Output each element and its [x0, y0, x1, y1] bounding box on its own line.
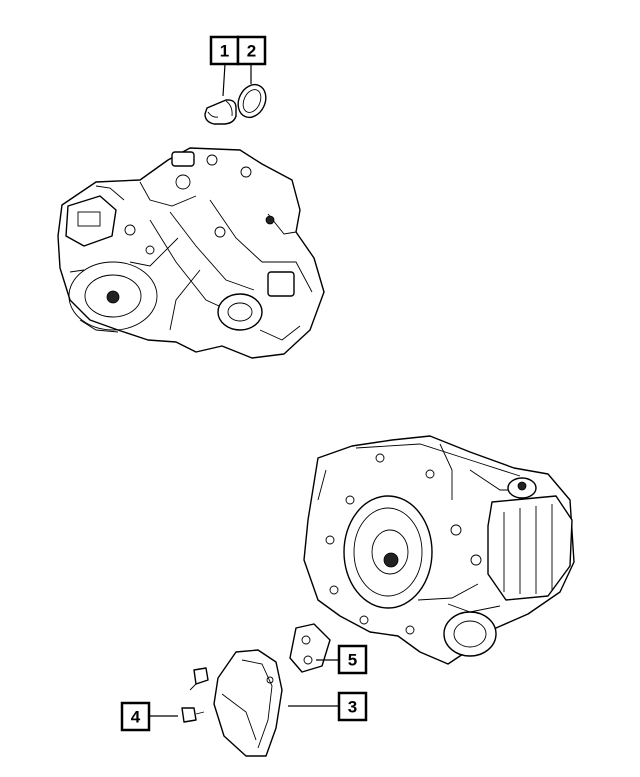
- callout-1-label: 1: [220, 42, 229, 61]
- callout-4: 4: [120, 701, 151, 732]
- callout-1: 1: [209, 35, 240, 66]
- part-3-shield: [213, 649, 283, 757]
- callout-5-label: 5: [348, 651, 357, 670]
- callout-2-label: 2: [247, 42, 256, 61]
- part-4-bolt-lower: [181, 707, 205, 723]
- callout-5: 5: [337, 644, 368, 675]
- callout-3: 3: [337, 691, 368, 722]
- part-2-seal: [237, 83, 267, 119]
- lower-transmission-assembly: [303, 435, 575, 665]
- callout-3-label: 3: [348, 698, 357, 717]
- part-1-plug: [204, 99, 237, 125]
- part-5-bracket: [289, 623, 331, 673]
- part-4-bolt-upper: [189, 667, 209, 691]
- callout-2: 2: [236, 35, 267, 66]
- upper-transmission-assembly: [57, 147, 325, 359]
- leader-line-1: [222, 63, 226, 97]
- callout-4-label: 4: [131, 708, 141, 727]
